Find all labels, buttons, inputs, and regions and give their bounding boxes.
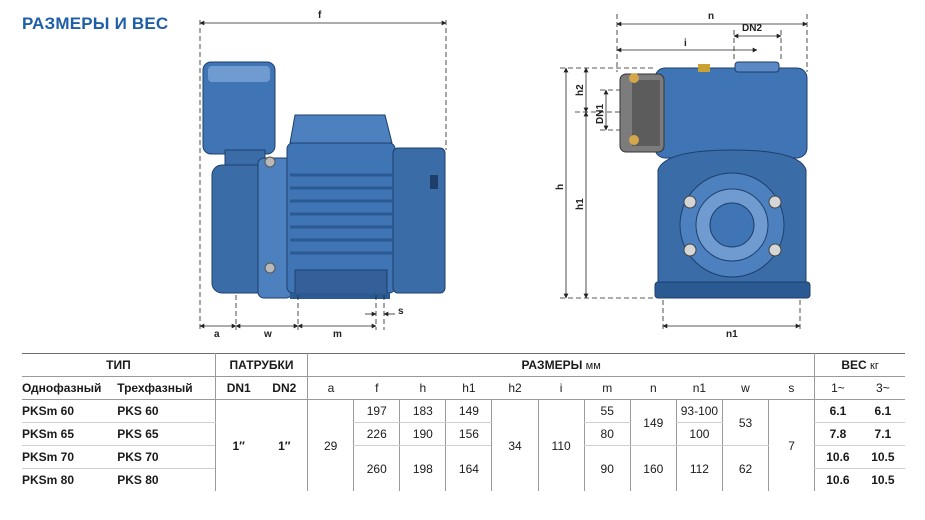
- model-single: PKSm 70: [22, 445, 118, 469]
- cell-h1: 149: [445, 399, 492, 423]
- header-col-i: i: [559, 381, 563, 395]
- cell-h1: 156: [445, 422, 492, 446]
- header-col-f: f: [375, 381, 379, 395]
- side-view-dimensions: [199, 20, 447, 330]
- header-col-a: a: [307, 376, 354, 400]
- pump-front-view: [619, 61, 811, 299]
- header-col-s: s: [788, 381, 795, 395]
- cell-n1: 112: [675, 445, 723, 491]
- header-weight: ВЕС кг: [814, 353, 905, 377]
- cell-dn1: 1″: [214, 399, 262, 491]
- pump-side-view: [202, 61, 446, 299]
- model-three: PKS 65: [117, 422, 216, 446]
- header-dn2: DN2: [272, 381, 297, 395]
- cell-h: 190: [399, 422, 446, 446]
- cell-n: 160: [629, 445, 677, 491]
- model-three: PKS 60: [117, 399, 216, 423]
- page-title: РАЗМЕРЫ И ВЕС: [22, 14, 169, 33]
- dim-label-s: s: [398, 306, 404, 317]
- dim-label-w: w: [263, 329, 272, 340]
- cell-i: 110: [537, 399, 585, 491]
- header-type: ТИП: [22, 353, 216, 377]
- cell-weight-3ph: 7.1: [860, 422, 905, 446]
- front-view-dimensions: [560, 14, 808, 330]
- cell-m: 80: [583, 422, 631, 446]
- cell-w: 62: [721, 445, 769, 491]
- dimensions-weight-table: ТИП ПАТРУБКИ РАЗМЕРЫ мм ВЕС кг Однофазны…: [22, 353, 905, 491]
- header-three-phase: Трехфазный: [117, 381, 193, 395]
- cell-weight-3ph: 6.1: [860, 399, 905, 423]
- dim-label-h1: h1: [575, 198, 586, 210]
- table-row: PKSm 65 PKS 65 226 190 156 80 100 7.8 7.…: [22, 422, 905, 446]
- header-weight-3ph: 3~: [876, 381, 890, 395]
- cell-n1: 100: [675, 422, 723, 446]
- dim-label-dn1: DN1: [595, 104, 606, 124]
- dim-label-n: n: [708, 11, 714, 22]
- cell-h1: 164: [445, 445, 492, 491]
- cell-n1: 93-100: [675, 399, 723, 423]
- cell-f: 197: [353, 399, 400, 423]
- header-weight-1ph: 1~: [814, 376, 861, 400]
- model-single: PKSm 80: [22, 473, 75, 487]
- header-col-h1: h1: [462, 381, 476, 395]
- header-col-w: w: [741, 381, 750, 395]
- header-col-n: n: [649, 381, 657, 395]
- cell-weight-1ph: 6.1: [814, 399, 861, 423]
- motor-fins: [290, 173, 392, 255]
- dim-label-h: h: [555, 184, 566, 190]
- dim-label-i: i: [684, 38, 687, 49]
- header-dims: РАЗМЕРЫ мм: [307, 353, 815, 377]
- cell-h: 198: [399, 445, 446, 491]
- cell-h2: 34: [491, 399, 539, 491]
- pump-dimension-drawing: f a w m s: [199, 10, 811, 340]
- cell-dn2: 1″: [278, 438, 291, 453]
- table-row: PKSm 70 PKS 70 260 198 164 90 160 112 62…: [22, 445, 905, 491]
- dim-label-dn2: DN2: [742, 23, 762, 34]
- dim-label-f: f: [318, 10, 322, 21]
- header-single-phase: Однофазный: [22, 381, 102, 395]
- cell-s: 7: [768, 399, 815, 491]
- cell-n: 149: [629, 399, 677, 446]
- cell-a: 29: [307, 399, 354, 491]
- cell-m: 55: [583, 399, 631, 423]
- table-header-row-2: Однофазный Трехфазный DN1 DN2 a f h h1 h…: [22, 376, 905, 400]
- cell-f: 260: [353, 445, 400, 491]
- model-three: PKS 70: [117, 445, 216, 469]
- dim-label-n1: n1: [726, 329, 738, 340]
- cell-weight-1ph: 10.6: [814, 468, 861, 491]
- cell-weight-3ph: 10.5: [871, 473, 895, 487]
- dim-label-h2: h2: [575, 84, 586, 96]
- table-row: PKSm 60 PKS 60 1″ 1″ 29 197 183 149 34 1…: [22, 399, 905, 491]
- header-dn1: DN1: [214, 376, 262, 400]
- cell-f: 226: [353, 422, 400, 446]
- dim-label-a: a: [214, 329, 220, 340]
- table-header-row-1: ТИП ПАТРУБКИ РАЗМЕРЫ мм ВЕС кг: [22, 353, 905, 377]
- model-single: PKSm 65: [22, 422, 118, 446]
- cell-h: 183: [399, 399, 446, 423]
- cell-weight-1ph: 7.8: [814, 422, 861, 446]
- dim-label-m: m: [333, 329, 342, 340]
- model-three: PKS 80: [117, 473, 159, 487]
- header-col-h2: h2: [508, 381, 522, 395]
- table-row: PKSm 80 PKS 80 10.6 10.5: [22, 468, 905, 491]
- model-single: PKSm 60: [22, 399, 118, 423]
- cell-w: 53: [721, 399, 769, 446]
- header-col-h: h: [419, 381, 427, 395]
- header-ports: ПАТРУБКИ: [214, 353, 308, 377]
- header-col-m: m: [602, 381, 613, 395]
- cell-m: 90: [583, 445, 631, 491]
- cell-weight-3ph: 10.5: [860, 445, 905, 469]
- header-col-n1: n1: [692, 381, 707, 395]
- cell-weight-1ph: 10.6: [814, 445, 861, 469]
